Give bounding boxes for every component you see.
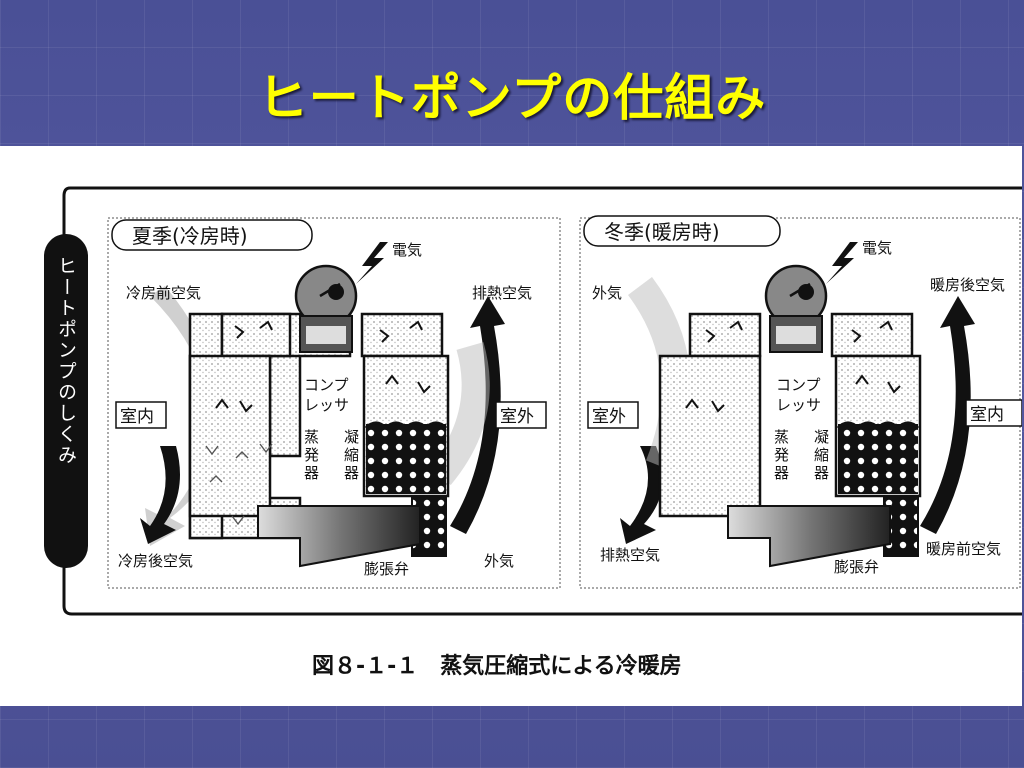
summer-compressor-label-2: レッサ <box>304 396 349 414</box>
winter-condenser-liquid <box>838 424 918 494</box>
slide-title: ヒートポンプの仕組み <box>257 69 767 127</box>
heat-pump-figure: ヒートポンプのしくみ 夏季(冷房時) <box>0 146 1022 706</box>
summer-indoor-label: 室内 <box>120 407 154 427</box>
summer-outside-air-label: 外気 <box>484 552 514 570</box>
winter-outside-air-label: 外気 <box>592 284 622 302</box>
side-label-text: ヒートポンプのしくみ <box>55 256 77 466</box>
winter-power-label: 電気 <box>862 239 892 257</box>
winter-panel: 冬季(暖房時) 電気 外気 暖房後空気 室外 <box>579 215 1022 589</box>
summer-condenser-liquid <box>366 424 446 494</box>
winter-compressor <box>764 264 828 353</box>
summer-evaporator-label-3: 器 <box>304 464 319 482</box>
summer-condenser-label-2: 縮 <box>344 446 359 464</box>
winter-condenser-label-3: 器 <box>814 464 829 482</box>
winter-evaporator-label-1: 蒸 <box>774 428 789 446</box>
summer-condenser-label-1: 凝 <box>344 428 359 446</box>
summer-outdoor-air-arrow <box>450 296 505 534</box>
figure-caption: 図８-１-１ 蒸気圧縮式による冷暖房 <box>312 654 682 679</box>
winter-exhaust-air-label: 排熱空気 <box>600 546 660 564</box>
winter-condenser-label-2: 縮 <box>814 446 829 464</box>
summer-evaporator-label-2: 発 <box>304 446 319 464</box>
summer-valve-label: 膨張弁 <box>364 560 409 578</box>
winter-compressor-label-2: レッサ <box>776 396 821 414</box>
winter-evaporator-label-3: 器 <box>774 464 789 482</box>
winter-title-box <box>583 215 781 247</box>
winter-heated-air-arrow <box>920 296 975 534</box>
summer-title-box <box>111 219 313 251</box>
winter-indoor-label: 室内 <box>970 405 1004 425</box>
winter-lightning-icon <box>826 242 858 284</box>
winter-compressor-label-1: コンプ <box>776 376 821 394</box>
winter-evaporator-label-2: 発 <box>774 446 789 464</box>
summer-intake-air-label: 冷房前空気 <box>126 284 201 302</box>
winter-outdoor-label: 室外 <box>592 407 626 427</box>
winter-expansion-pipe <box>727 505 891 568</box>
summer-power-label: 電気 <box>392 241 422 259</box>
summer-cooled-air-label: 冷房後空気 <box>118 552 193 570</box>
summer-expansion-pipe <box>257 505 421 568</box>
summer-title: 夏季(冷房時) <box>132 224 248 248</box>
figure-frame <box>62 186 1022 616</box>
winter-title: 冬季(暖房時) <box>604 220 720 244</box>
summer-compressor-label-1: コンプ <box>304 376 349 394</box>
summer-evaporator-label-1: 蒸 <box>304 428 319 446</box>
summer-condenser-label-3: 器 <box>344 464 359 482</box>
winter-condenser-label-1: 凝 <box>814 428 829 446</box>
side-label-pill <box>44 234 88 568</box>
summer-lightning-icon <box>356 242 388 284</box>
summer-compressor <box>294 264 358 353</box>
winter-valve-label: 膨張弁 <box>834 558 879 576</box>
winter-heated-air-label: 暖房後空気 <box>930 276 1005 294</box>
winter-exhaust-arrow <box>620 446 663 544</box>
summer-exhaust-air-label: 排熱空気 <box>472 284 532 302</box>
summer-outdoor-label: 室外 <box>500 407 534 427</box>
summer-panel: 夏季(冷房時) <box>107 217 561 589</box>
winter-intake-air-label: 暖房前空気 <box>926 540 1001 558</box>
